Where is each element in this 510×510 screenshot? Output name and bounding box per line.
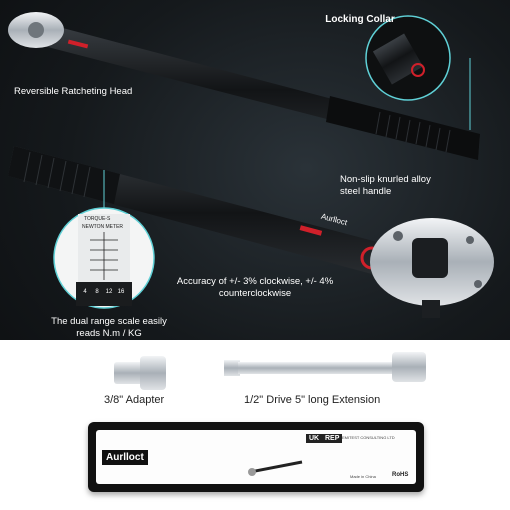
scale-header-1: TORQUE-S (84, 216, 111, 222)
rep-badge: REP (322, 434, 343, 443)
made-in-text: Made in China (350, 474, 376, 479)
dual-scale-label: The dual range scale easily reads N.m / … (51, 316, 167, 339)
ratcheting-head-label: Reversible Ratcheting Head (14, 86, 133, 97)
company-text: EMITEST CONSULTING LTD (342, 435, 395, 440)
case-label: Aurlloct UK REP EMITEST CONSULTING LTD M… (96, 430, 416, 484)
accuracy-label: Accuracy of +/- 3% clockwise, +/- 4% cou… (176, 276, 334, 299)
adapter-label: 3/8" Adapter (104, 394, 165, 406)
bottom-wrench (8, 146, 494, 318)
locking-collar-label: Locking Collar (325, 14, 395, 25)
uk-badge: UK (306, 434, 323, 443)
case-wrench-icon (248, 460, 303, 476)
scale-number: 8 (95, 289, 99, 295)
extension-bar (224, 352, 426, 382)
extension-label: 1/2" Drive 5" long Extension (244, 394, 381, 406)
rohs-mark: RoHS (392, 472, 409, 478)
scale-number: 16 (117, 289, 125, 295)
case-brand: Aurlloct (102, 450, 148, 465)
scale-number: 4 (83, 289, 87, 295)
storage-case: Aurlloct UK REP EMITEST CONSULTING LTD M… (88, 422, 424, 492)
handle-label: Non-slip knurled alloy steel handle (340, 174, 431, 197)
scale-header-2: NEWTON METER (82, 224, 124, 230)
adapter (114, 356, 166, 390)
top-wrench (8, 12, 480, 160)
scale-number: 12 (105, 289, 113, 295)
